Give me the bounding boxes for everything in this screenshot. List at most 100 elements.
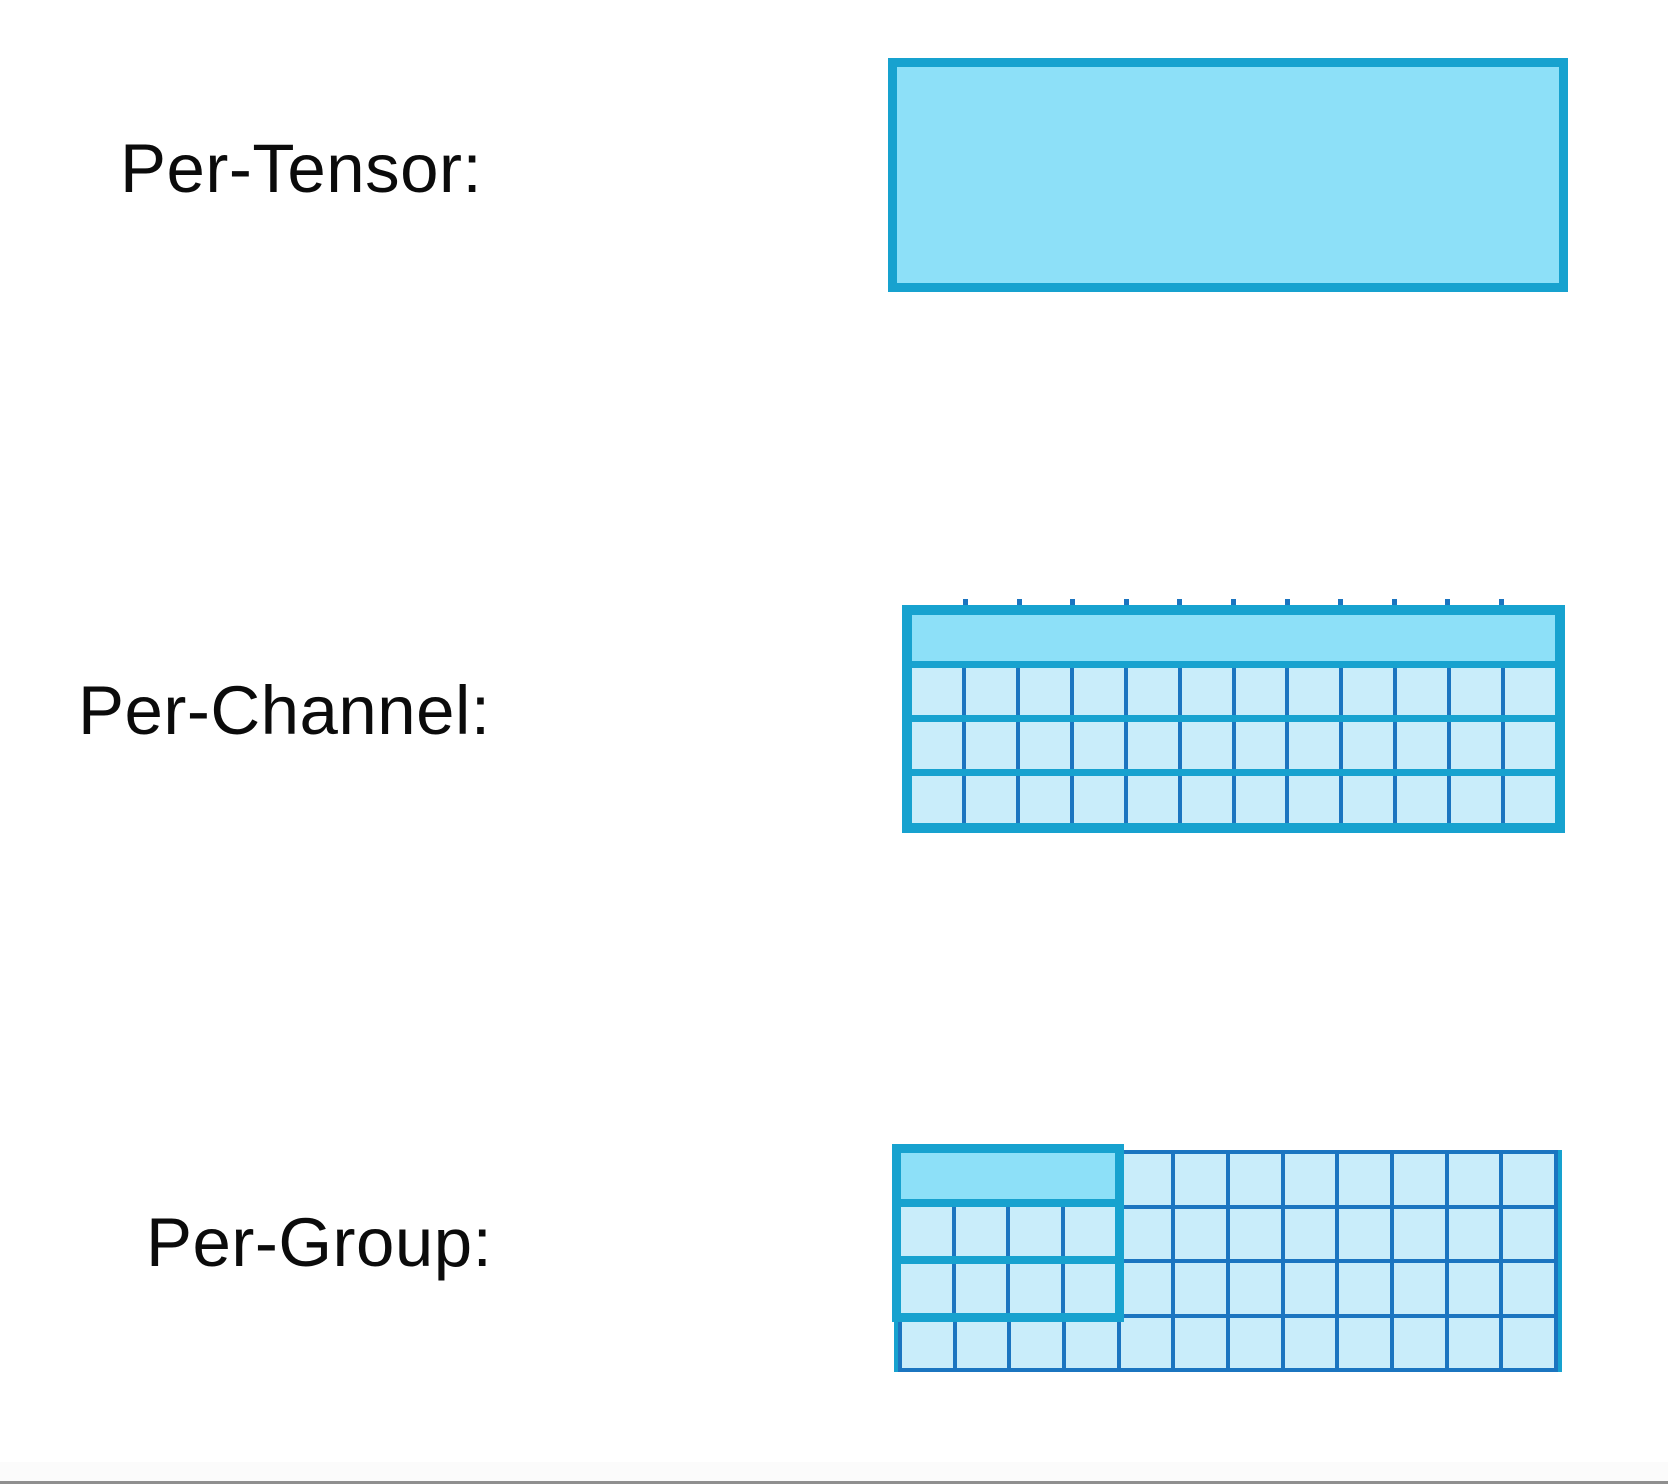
bottom-rule — [0, 1462, 1668, 1484]
per-channel-highlight-band — [912, 615, 1555, 661]
grid-cell — [1339, 1317, 1390, 1368]
grid-cell — [1127, 776, 1178, 823]
grid-cell — [1181, 668, 1232, 715]
grid-cell — [1339, 1208, 1390, 1259]
grid-cell — [1284, 1154, 1336, 1205]
grid-cell — [1230, 1154, 1281, 1205]
grid-cell — [1505, 668, 1555, 715]
grid-cell — [1451, 668, 1502, 715]
grid-cell — [1175, 1154, 1226, 1205]
grid-cell — [1175, 1208, 1226, 1259]
column-tick — [1284, 599, 1290, 605]
grid-cell — [1230, 1208, 1281, 1259]
grid-cell — [1343, 668, 1394, 715]
grid-cell — [1019, 668, 1070, 715]
column-tick — [1391, 599, 1397, 605]
grid-cell — [1235, 776, 1286, 823]
grid-cell — [1120, 1317, 1172, 1368]
column-tick — [1016, 599, 1022, 605]
grid-cell — [1175, 1317, 1226, 1368]
grid-cell — [1448, 1317, 1500, 1368]
column-tick — [1177, 599, 1183, 605]
grid-cell — [1010, 1264, 1061, 1313]
grid-cell — [1503, 1154, 1554, 1205]
grid-cell — [1503, 1317, 1554, 1368]
grid-cell — [1284, 1263, 1336, 1314]
grid-cell — [1289, 722, 1340, 769]
per-channel-cell-row — [912, 722, 1555, 769]
grid-cell — [1448, 1154, 1500, 1205]
grid-cell — [1011, 1317, 1062, 1368]
grid-cell — [1120, 1154, 1172, 1205]
per-group-highlight-band — [901, 1153, 1115, 1199]
grid-cell — [965, 722, 1016, 769]
grid-cell — [1066, 1317, 1117, 1368]
grid-cell — [912, 776, 962, 823]
grid-cell — [1397, 668, 1448, 715]
per-channel-cell-row — [912, 668, 1555, 715]
grid-cell — [1448, 1208, 1500, 1259]
per-group-cell-row — [901, 1264, 1115, 1313]
grid-cell — [1339, 1154, 1390, 1205]
grid-cell — [965, 776, 1016, 823]
grid-cell — [955, 1207, 1006, 1256]
grid-cell — [1505, 722, 1555, 769]
grid-cell — [1175, 1263, 1226, 1314]
grid-cell — [1394, 1208, 1445, 1259]
grid-cell — [1235, 722, 1286, 769]
column-tick — [1123, 599, 1129, 605]
grid-cell — [1230, 1317, 1281, 1368]
grid-cell — [1073, 668, 1124, 715]
grid-cell — [1397, 722, 1448, 769]
grid-cell — [1451, 722, 1502, 769]
grid-cell — [1451, 776, 1502, 823]
grid-cell — [1284, 1317, 1336, 1368]
per-tensor-label: Per-Tensor: — [120, 130, 483, 207]
column-tick — [1070, 599, 1076, 605]
grid-cell — [1289, 776, 1340, 823]
grid-cell — [1394, 1263, 1445, 1314]
grid-cell — [955, 1264, 1006, 1313]
per-channel-label: Per-Channel: — [78, 672, 491, 749]
column-tick — [1498, 599, 1504, 605]
column-tick — [1338, 599, 1344, 605]
grid-cell — [956, 1317, 1008, 1368]
grid-cell — [1019, 722, 1070, 769]
grid-cell — [1394, 1317, 1445, 1368]
grid-cell — [1503, 1208, 1554, 1259]
grid-cell — [1127, 722, 1178, 769]
grid-cell — [1073, 722, 1124, 769]
grid-cell — [1120, 1263, 1172, 1314]
grid-cell — [901, 1264, 952, 1313]
grid-cell — [1448, 1263, 1500, 1314]
grid-cell — [912, 668, 962, 715]
grid-cell — [1230, 1263, 1281, 1314]
grid-cell — [1073, 776, 1124, 823]
grid-cell — [1120, 1208, 1172, 1259]
grid-cell — [1397, 776, 1448, 823]
grid-cell — [965, 668, 1016, 715]
grid-cell — [1064, 1207, 1115, 1256]
grid-cell — [1127, 668, 1178, 715]
grid-cell — [1394, 1154, 1445, 1205]
grid-cell — [1339, 1263, 1390, 1314]
grid-cell — [1010, 1207, 1061, 1256]
grid-cell — [902, 1317, 953, 1368]
grid-cell — [1505, 776, 1555, 823]
grid-cell — [901, 1207, 952, 1256]
grid-cell — [1019, 776, 1070, 823]
column-tick — [963, 599, 969, 605]
per-group-label: Per-Group: — [146, 1204, 493, 1281]
grid-cell — [1343, 722, 1394, 769]
per-channel-grid — [902, 599, 1565, 833]
grid-cell — [1343, 776, 1394, 823]
grid-cell — [1503, 1263, 1554, 1314]
per-channel-cell-row — [912, 776, 1555, 823]
grid-cell — [1284, 1208, 1336, 1259]
grid-cell — [1181, 722, 1232, 769]
column-tick — [1231, 599, 1236, 605]
grid-cell — [1289, 668, 1340, 715]
column-tick — [1445, 599, 1451, 605]
grid-cell — [1064, 1264, 1115, 1313]
